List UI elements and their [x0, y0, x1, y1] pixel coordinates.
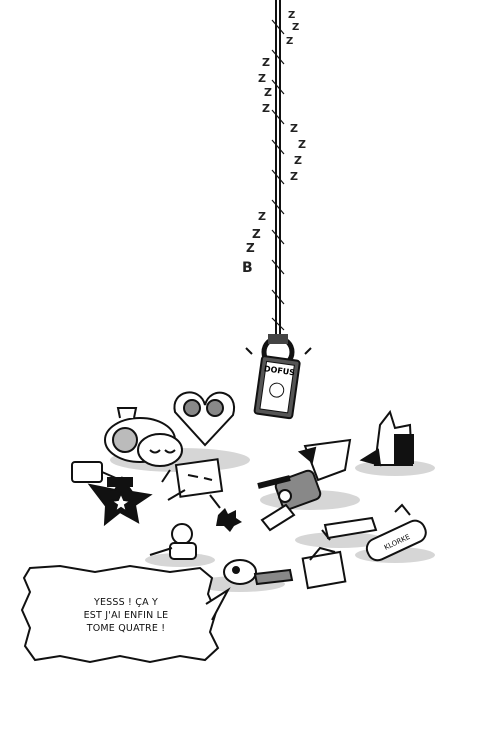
snore-z: Z — [252, 227, 261, 241]
snore-z: Z — [262, 56, 270, 69]
sleeping-knight — [257, 438, 352, 532]
bubble-line: EST J'AI ENFIN LE — [83, 610, 169, 621]
speech-bubble — [20, 564, 231, 664]
bubble-line: YESSS ! ÇA Y — [93, 597, 159, 608]
scattered-toys-right: KLORKE — [321, 503, 427, 562]
sleeping-toys-left — [104, 391, 236, 467]
spiky-creature — [216, 508, 242, 532]
snore-z: Z — [246, 241, 255, 255]
bubble-line: TOME QUATRE ! — [86, 623, 166, 634]
snore-z: Z — [258, 210, 266, 223]
snore-z: Z — [286, 36, 293, 47]
snore-b: B — [242, 260, 253, 276]
sleeping-animal-right — [359, 409, 414, 467]
snore-z: Z — [288, 10, 295, 21]
snore-z: Z — [298, 138, 306, 151]
snore-z: Z — [292, 22, 299, 33]
box-toy — [161, 458, 224, 509]
hook-with-book: DOFUS — [245, 334, 312, 420]
snore-z: Z — [294, 154, 302, 167]
hammer-and-star — [71, 461, 153, 527]
speech-bubble-text: YESSS ! ÇA Y EST J'AI ENFIN LE TOME QUAT… — [70, 596, 182, 635]
snore-sounds: Z Z Z Z Z Z Z Z Z Z Z Z Z Z B — [242, 10, 306, 276]
snore-z: Z — [262, 102, 270, 115]
snore-z: Z — [258, 72, 266, 85]
snore-z: Z — [290, 122, 298, 135]
snore-z: Z — [264, 86, 272, 99]
book-title: DOFUS — [263, 364, 295, 377]
rope — [271, 0, 285, 340]
snore-z: Z — [290, 170, 298, 183]
scattered-toys-bottom — [149, 523, 347, 590]
